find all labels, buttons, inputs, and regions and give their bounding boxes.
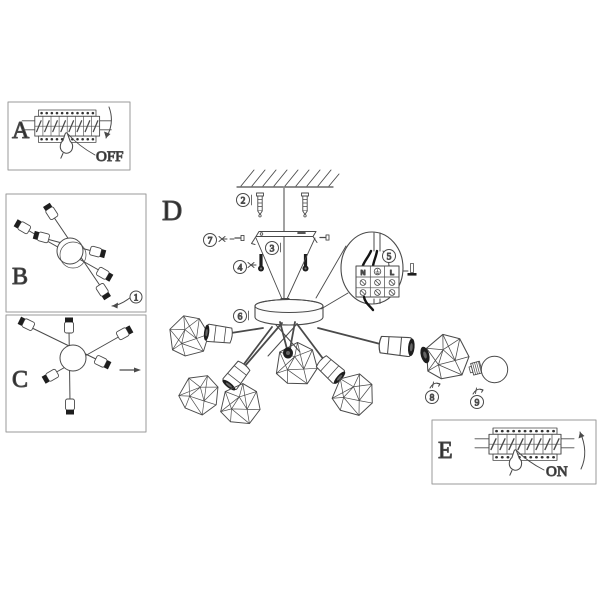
rotate-down-arrow-icon	[104, 106, 112, 139]
panel-c-label: C	[12, 367, 28, 393]
step-7-group: 7	[203, 233, 330, 247]
cage-shade	[219, 380, 264, 427]
panel-e-label: E	[438, 438, 453, 464]
terminal-screws	[359, 279, 396, 296]
twist-arrow-icon	[429, 381, 441, 389]
main-diagram: D 2	[162, 169, 509, 427]
alignment-lines	[255, 237, 316, 300]
machine-screw-icon	[257, 253, 265, 272]
cage-shade	[275, 340, 320, 386]
socket	[377, 334, 417, 358]
off-label: OFF	[96, 149, 124, 165]
off-leader-line	[67, 133, 96, 156]
socket	[64, 317, 74, 334]
terminal-screw-icon	[402, 263, 417, 276]
socket	[314, 353, 348, 387]
rotate-up-arrow-icon	[578, 431, 586, 470]
step-2-group: 2	[236, 192, 309, 218]
live-label: L	[390, 270, 395, 277]
screw-icon	[234, 234, 245, 242]
svg-text:1: 1	[134, 294, 139, 304]
earth-ground-icon	[373, 267, 382, 276]
step-8-group: 8	[420, 330, 473, 404]
neutral-label: N	[360, 270, 365, 277]
step-7-badge	[203, 233, 217, 247]
light-bulb	[480, 355, 509, 384]
unfolded-fixture-art	[16, 315, 135, 415]
wiring-detail-callout: N L	[315, 231, 417, 312]
terminal-block: N L	[355, 265, 400, 298]
cage-collar-hole	[423, 351, 427, 359]
socket-contact	[286, 351, 290, 355]
step-2-badge	[236, 193, 250, 207]
on-label: ON	[546, 464, 568, 480]
step-8-badge	[425, 390, 439, 404]
folded-fixture-art	[12, 201, 115, 302]
panel-c: C	[5, 314, 147, 433]
svg-text:4: 4	[238, 264, 243, 274]
wall-anchor-icon	[301, 192, 309, 218]
svg-text:5: 5	[387, 253, 392, 263]
svg-text:9: 9	[475, 399, 480, 409]
panel-e: E ON	[431, 419, 597, 485]
rotate-arrow-icon	[111, 296, 132, 309]
screw-icon	[247, 262, 257, 268]
panel-b: B 1	[5, 193, 147, 313]
wire	[371, 249, 379, 268]
ceiling	[236, 169, 340, 188]
step-4-group: 4	[233, 253, 309, 274]
panel-d-label: D	[162, 196, 182, 227]
step-5-badge: 5	[382, 249, 396, 263]
fixture-arms	[230, 321, 385, 369]
step-4-badge	[233, 260, 247, 274]
wire	[362, 295, 375, 312]
svg-text:8: 8	[430, 394, 435, 404]
direction-arrow-icon	[119, 367, 141, 373]
panel-b-label: B	[12, 264, 28, 290]
screw-icon	[319, 234, 330, 241]
screw-icon	[218, 236, 228, 242]
svg-text:6: 6	[238, 313, 243, 323]
step-9-badge	[470, 395, 484, 409]
step-1-badge: 1	[129, 290, 143, 304]
cage-shade	[422, 330, 473, 381]
on-leader-line	[515, 449, 545, 471]
cage-shade	[174, 367, 227, 420]
socket	[202, 323, 234, 345]
panel-a: A OFF	[7, 101, 131, 171]
step-6-group: 6	[233, 309, 249, 323]
socket	[65, 398, 75, 415]
twist-arrow-icon	[472, 387, 484, 395]
svg-text:2: 2	[241, 197, 246, 207]
bulb-screw-base	[468, 360, 483, 376]
step-3-badge	[265, 241, 279, 255]
svg-text:7: 7	[208, 237, 213, 247]
canopy	[254, 298, 324, 326]
wall-anchor-icon	[256, 192, 264, 218]
step-6-badge	[233, 309, 247, 323]
mounting-bracket: 3	[251, 231, 318, 255]
mains-cable	[373, 232, 381, 252]
svg-text:3: 3	[270, 245, 275, 255]
panel-a-label: A	[12, 118, 30, 144]
step-9-group: 9	[468, 355, 509, 409]
